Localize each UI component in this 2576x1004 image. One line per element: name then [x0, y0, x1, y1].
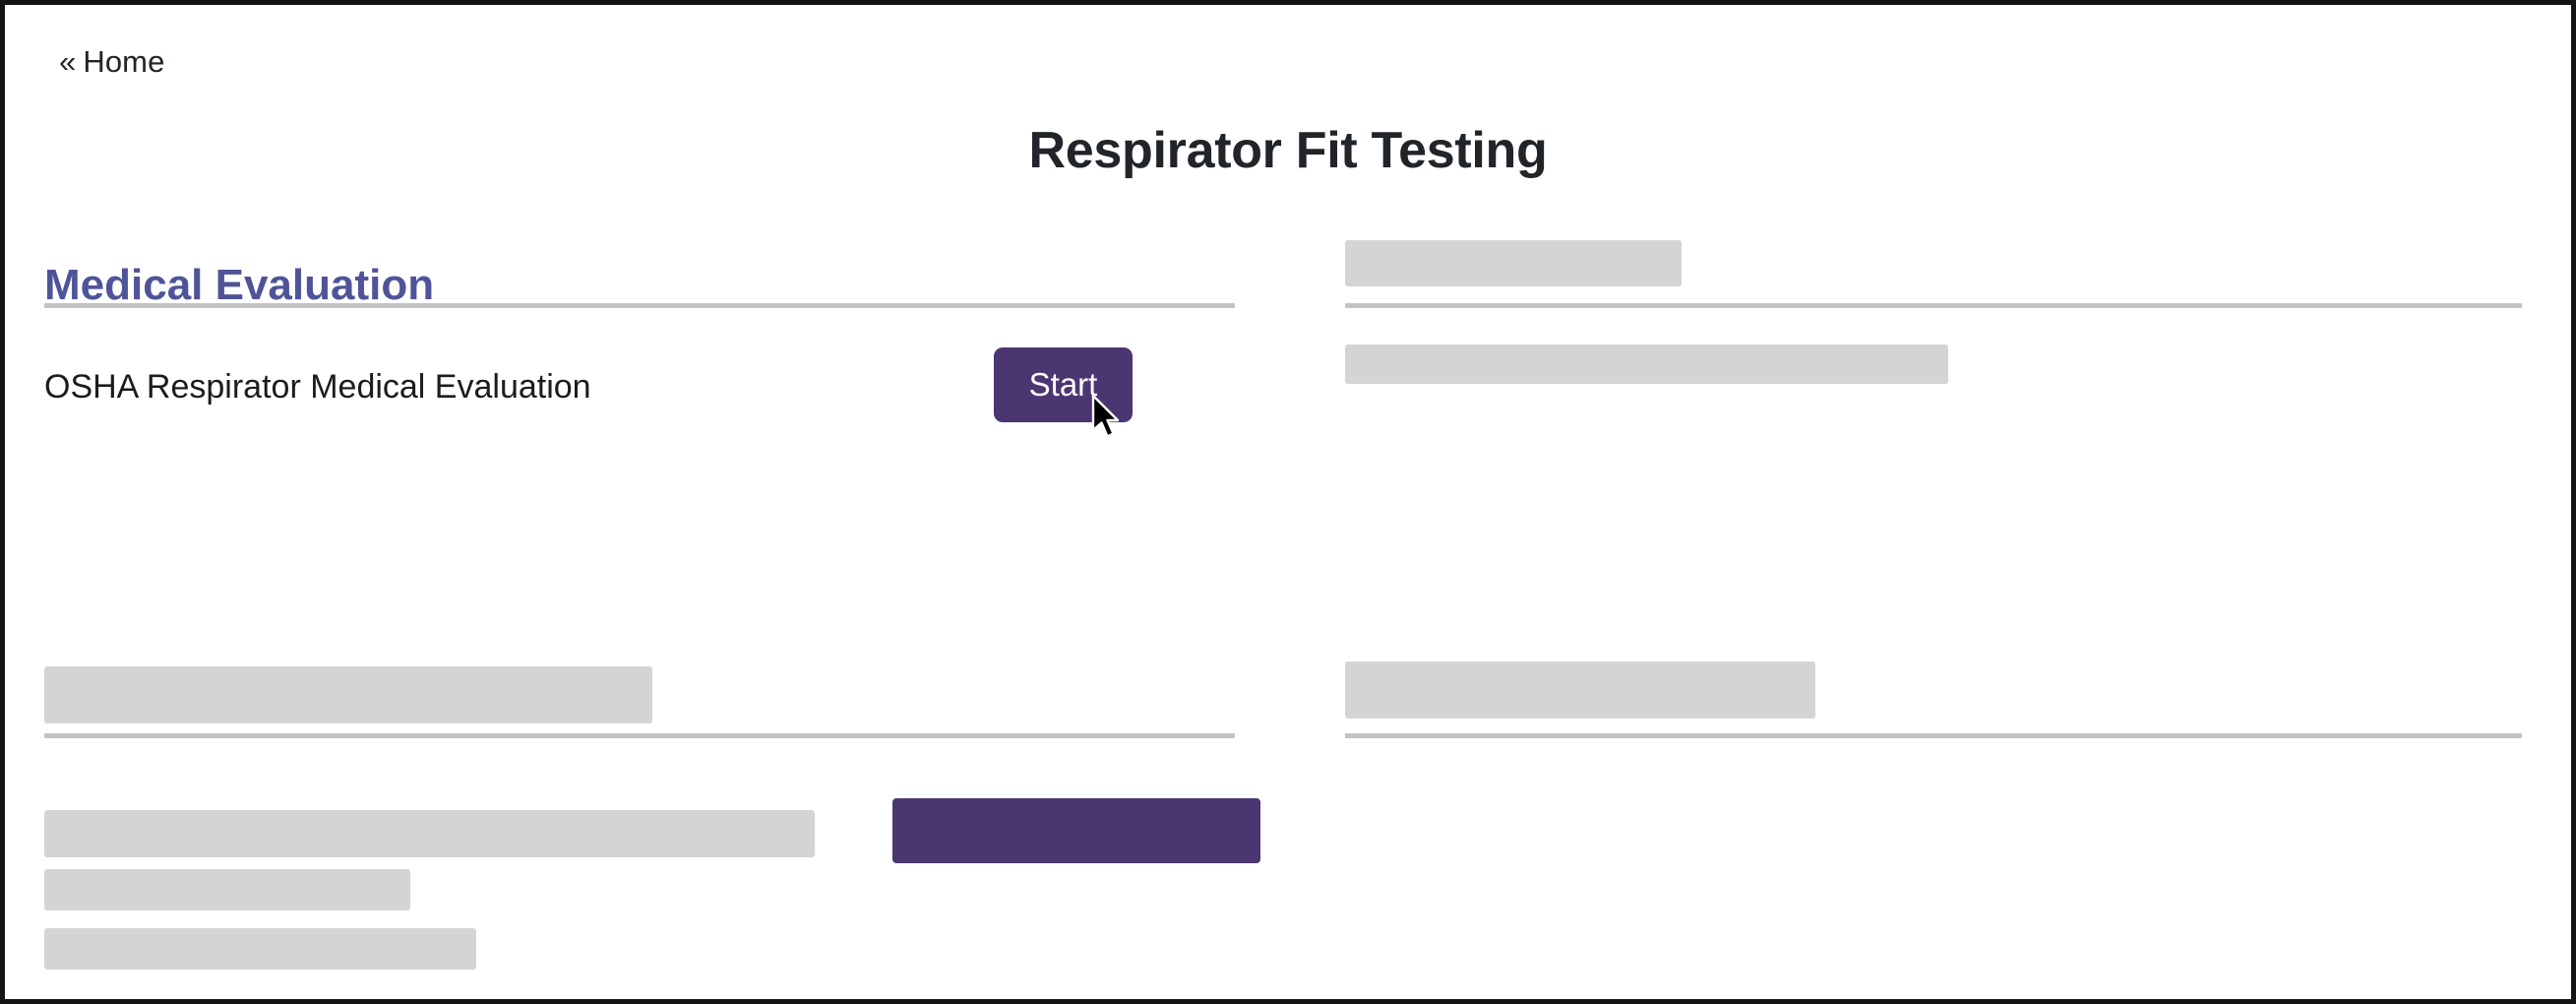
skeleton-right-row-2 — [1345, 661, 1815, 719]
skeleton-left-row-3 — [44, 928, 476, 970]
skeleton-right-heading — [1345, 240, 1682, 286]
start-button[interactable]: Start — [994, 347, 1133, 422]
page-title: Respirator Fit Testing — [1028, 122, 1548, 179]
section-divider-lower-left — [44, 733, 1235, 738]
page-content: «Home Respirator Fit Testing Medical Eva… — [5, 5, 2571, 999]
double-chevron-left-icon: « — [59, 44, 77, 79]
section-divider-lower-right — [1345, 733, 2522, 738]
skeleton-left-heading — [44, 666, 652, 723]
item-label-osha-respirator-medical-evaluation: OSHA Respirator Medical Evaluation — [44, 368, 591, 406]
left-column: Medical Evaluation OSHA Respirator Medic… — [44, 5, 1260, 999]
section-divider-upper — [44, 303, 1235, 308]
breadcrumb-label: Home — [83, 44, 165, 79]
skeleton-accent-action-block[interactable] — [892, 798, 1260, 863]
breadcrumb-home-link[interactable]: «Home — [59, 42, 164, 82]
section-divider-upper-right — [1345, 303, 2522, 308]
skeleton-left-row-1 — [44, 810, 815, 857]
section-heading-medical-evaluation: Medical Evaluation — [44, 261, 435, 309]
skeleton-right-row-1 — [1345, 345, 1948, 384]
skeleton-left-row-2 — [44, 869, 410, 910]
right-column — [1345, 5, 2522, 999]
